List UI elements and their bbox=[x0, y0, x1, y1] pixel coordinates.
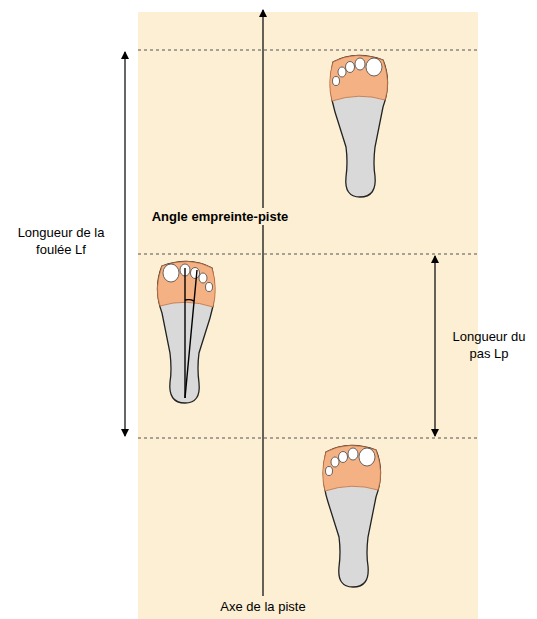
track-axis bbox=[262, 10, 263, 596]
left-footprint bbox=[157, 261, 215, 403]
axis-label: Axe de la piste bbox=[193, 598, 333, 615]
angle-label: Angle empreinte-piste bbox=[150, 208, 290, 225]
angle-lines bbox=[185, 268, 197, 398]
step-arrow bbox=[434, 256, 435, 436]
right-footprint bbox=[330, 55, 388, 197]
right-footprint bbox=[323, 445, 381, 587]
step-length-label: Longueur du pas Lp bbox=[445, 328, 533, 362]
dashed-lines bbox=[138, 50, 478, 438]
stride-arrow bbox=[124, 52, 125, 436]
stride-length-label: Longueur de la foulée Lf bbox=[5, 224, 117, 258]
track-band bbox=[138, 12, 478, 619]
